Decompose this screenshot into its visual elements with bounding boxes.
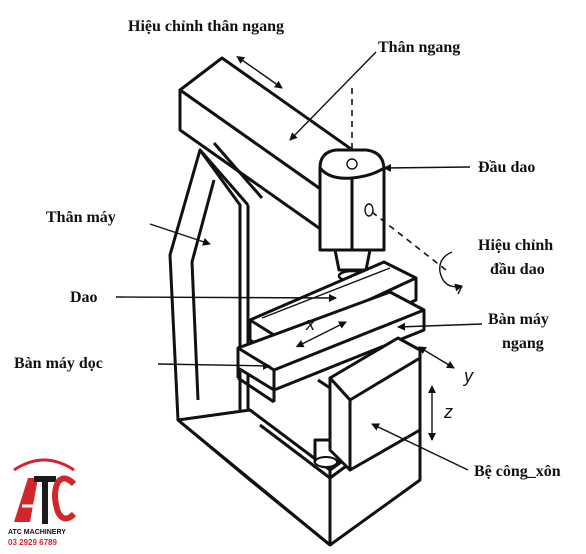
atc-machinery-logo: ATC MACHINERY 03 2929 6789 (8, 458, 77, 547)
y-axis-arrow (417, 346, 455, 369)
axis-label-x: x (305, 314, 316, 334)
logo-letter-c-icon (52, 475, 77, 522)
label-ban-may-doc: Bàn máy dọc (14, 355, 103, 372)
label-dau-dao: Đầu dao (478, 159, 535, 176)
head-adjust-markers (351, 88, 463, 295)
label-ban-may-ngang-line1: Bàn máy (488, 311, 549, 328)
axis-label-y: y (462, 366, 474, 386)
label-ban-may-ngang-line2: ngang (502, 335, 544, 352)
logo-letter-a-icon (14, 478, 38, 522)
label-than-may: Thân máy (46, 209, 116, 226)
label-hieu-chinh-dau-dao-line2: đầu dao (490, 261, 545, 278)
axis-label-z: z (443, 402, 453, 422)
logo-arc-icon (13, 458, 75, 472)
machine-column (168, 148, 422, 547)
x-axis-arrow (295, 321, 347, 348)
arm-adjust-arrow (236, 55, 283, 89)
leader-lines (115, 51, 483, 471)
label-dao: Dao (70, 289, 98, 306)
label-hieu-chinh-dau-dao-line1: Hiệu chỉnh (478, 237, 553, 254)
knee-saddle (317, 336, 422, 472)
logo-name: ATC MACHINERY (8, 529, 66, 536)
label-hieu-chinh-than-ngang: Hiệu chỉnh thân ngang (128, 18, 284, 35)
label-be-cong-xon: Bệ công_xôn (474, 463, 561, 480)
label-than-ngang: Thân ngang (378, 39, 460, 56)
logo-letter-t-icon (34, 476, 56, 524)
logo-phone: 03 2929 6789 (8, 538, 57, 547)
